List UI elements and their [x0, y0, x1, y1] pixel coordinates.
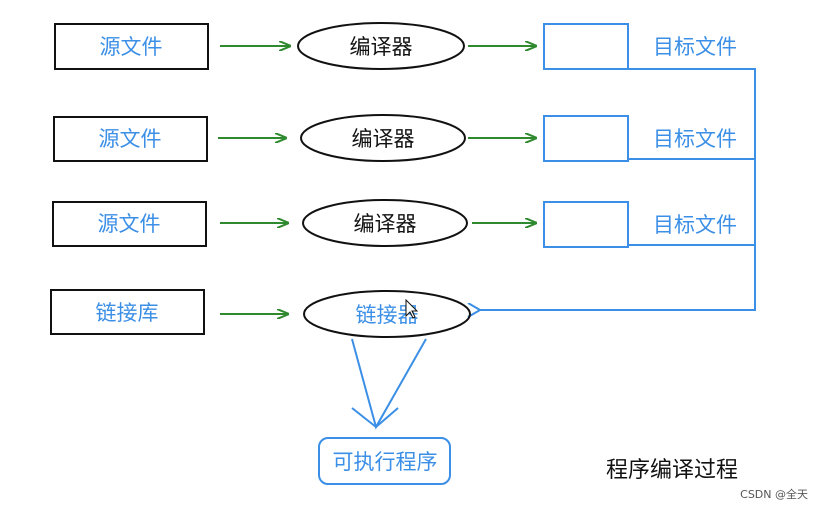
source-file-label-1: 源文件 — [100, 35, 163, 59]
row-3: 源文件 编译器 目标文件 — [52, 199, 737, 248]
mouse-cursor-icon — [405, 298, 419, 319]
row-2: 源文件 编译器 目标文件 — [53, 114, 737, 162]
compiler-label-3: 编译器 — [354, 212, 417, 236]
object-file-label-2: 目标文件 — [653, 127, 737, 151]
source-file-label-3: 源文件 — [98, 212, 161, 236]
linker-ellipse — [303, 290, 471, 338]
executable-label: 可执行程序 — [333, 450, 438, 474]
collector-line-to-linker — [480, 68, 756, 310]
compiler-label-2: 编译器 — [352, 127, 415, 151]
row-1: 源文件 编译器 目标文件 — [54, 22, 737, 70]
source-file-box-1 — [54, 23, 209, 70]
source-file-box-3 — [52, 201, 207, 247]
library-box — [50, 289, 205, 335]
compiler-ellipse-2 — [300, 114, 466, 162]
object-file-label-1: 目标文件 — [653, 35, 737, 59]
object-file-label-3: 目标文件 — [653, 213, 737, 237]
source-file-label-2: 源文件 — [99, 127, 162, 151]
object-file-box-2 — [543, 115, 629, 162]
library-label: 链接库 — [96, 301, 159, 325]
row-linker: 链接库 链接器 — [50, 289, 471, 338]
compiler-ellipse-1 — [297, 22, 465, 70]
compiler-label-1: 编译器 — [350, 35, 413, 59]
object-file-box-1 — [543, 23, 629, 70]
source-file-box-2 — [53, 116, 208, 162]
arrow-linker-to-executable-head — [351, 407, 399, 429]
diagram-caption: 程序编译过程 — [606, 458, 739, 483]
credit-watermark: CSDN @全天 — [740, 488, 808, 501]
executable-box — [318, 437, 451, 485]
compiler-ellipse-3 — [302, 199, 468, 247]
object-file-box-3 — [543, 201, 629, 248]
arrow-linker-to-executable — [351, 338, 427, 430]
